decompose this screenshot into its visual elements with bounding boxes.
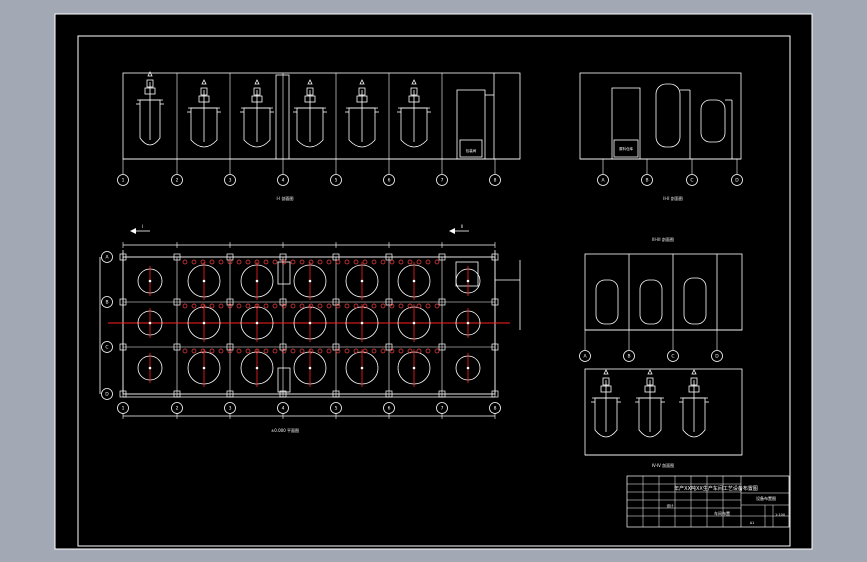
plan-col-4-label: 4 — [282, 406, 285, 412]
reactor-vessel-1 — [136, 71, 164, 146]
floor-plan-tanks — [137, 259, 481, 387]
elev3-axis-B-circle — [623, 350, 635, 362]
elevation-4-caption: IV-IV 剖面图 — [652, 462, 674, 468]
elev3-axis-B-label: B — [627, 354, 630, 360]
elev3-axis-D-circle — [711, 350, 723, 362]
elev1-axis-4-label: 4 — [282, 178, 285, 184]
plan-col-8-circle — [489, 402, 501, 414]
title-drawing-name: 车间布置 — [714, 510, 730, 516]
elev1-axis-6-label: 6 — [388, 178, 391, 184]
plan-col-3-label: 3 — [229, 406, 232, 412]
elevation-4 — [584, 368, 743, 456]
elev2-axis-C-label: C — [690, 178, 693, 184]
elev1-axis-1-label: 1 — [122, 178, 125, 184]
section-mark-1: II — [461, 224, 463, 229]
elevation-2-box-caption: 原料仓库 — [619, 146, 633, 151]
plan-col-2-circle — [171, 402, 183, 414]
plan-col-6-label: 6 — [388, 406, 391, 412]
elevation-1-caption: I-I 剖面图 — [276, 195, 293, 201]
elev1-axis-4-circle — [277, 174, 289, 186]
elevation-1-axis-markers: 1 2 3 4 5 6 7 8 — [117, 174, 501, 186]
plan-row-D-circle — [101, 388, 113, 400]
elev2-axis-B-circle — [641, 174, 653, 186]
elev3-axis-A-circle — [579, 350, 591, 362]
elevation-2 — [579, 72, 742, 174]
section-mark-0: I — [142, 224, 143, 229]
elev1-axis-7-label: 7 — [441, 178, 444, 184]
plan-row-C-label: C — [105, 345, 108, 351]
elev2-axis-A-label: A — [601, 178, 605, 184]
plan-row-A-circle — [101, 251, 113, 263]
plan-row-B-label: B — [105, 300, 108, 306]
plan-row-A-label: A — [105, 255, 109, 261]
elev1-axis-2-circle — [171, 174, 183, 186]
plan-col-8-label: 8 — [494, 406, 497, 412]
elev2-axis-C-circle — [686, 174, 698, 186]
title-scale: 1:100 — [775, 513, 785, 517]
plan-col-5-circle — [330, 402, 342, 414]
title-main: 年产XX吨XX生产车间工艺设备布置图 — [674, 485, 758, 492]
elev1-axis-1-circle — [117, 174, 129, 186]
plan-col-3-circle — [224, 402, 236, 414]
title-designer: 设计 — [667, 503, 675, 508]
elev3-axis-C-circle — [667, 350, 679, 362]
elev1-axis-5-label: 5 — [335, 178, 338, 184]
elev1-axis-6-circle — [383, 174, 395, 186]
elev1-axis-3-label: 3 — [229, 178, 232, 184]
elevation-1-box-caption: 包装间 — [466, 148, 477, 153]
elev1-axis-5-circle — [330, 174, 342, 186]
title-block — [626, 475, 790, 528]
elevation-4-vessels — [591, 369, 709, 438]
floor-plan-caption: ±0.000 平面图 — [271, 427, 299, 433]
elev1-axis-3-circle — [224, 174, 236, 186]
plan-row-C-circle — [101, 341, 113, 353]
reactor-vessel-4 — [293, 79, 327, 148]
elev1-axis-2-label: 2 — [176, 178, 179, 184]
plan-col-1-label: 1 — [122, 406, 125, 412]
elevation-1 — [122, 72, 521, 174]
elev2-axis-D-label: D — [735, 178, 739, 184]
plan-row-D-label: D — [105, 392, 109, 398]
plan-col-7-label: 7 — [441, 406, 444, 412]
reactor-vessel-6 — [397, 79, 431, 148]
plan-col-5-label: 5 — [335, 406, 338, 412]
title-sheet: A1 — [750, 521, 755, 525]
elevation-2-axis-markers: A B C D — [597, 174, 743, 186]
elevation-2-caption: II-II 剖面图 — [663, 195, 682, 201]
elev2-axis-B-label: B — [645, 178, 648, 184]
title-block-grid — [627, 476, 789, 527]
elevation-3-axis-markers: A B C D — [579, 350, 723, 362]
elev1-axis-7-circle — [436, 174, 448, 186]
elev3-axis-A-label: A — [583, 354, 587, 360]
elev2-axis-A-circle — [597, 174, 609, 186]
inner-frame — [77, 35, 791, 547]
reactor-vessel-2 — [187, 79, 221, 148]
elev1-axis-8-label: 8 — [494, 178, 497, 184]
elevation-1-vessels — [136, 71, 431, 148]
elevation-3 — [584, 253, 743, 350]
elev3-axis-C-label: C — [671, 354, 674, 360]
plan-col-4-circle — [277, 402, 289, 414]
elev4-reactor-3 — [679, 369, 709, 438]
title-sub: 设备布置图 — [756, 495, 776, 501]
elev4-reactor-2 — [635, 369, 665, 438]
elev4-reactor-1 — [591, 369, 621, 438]
elev3-axis-D-label: D — [715, 354, 719, 360]
plan-col-6-circle — [383, 402, 395, 414]
plan-row-B-circle — [101, 296, 113, 308]
plan-col-1-circle — [117, 402, 129, 414]
reactor-vessel-3 — [240, 79, 274, 148]
plan-col-2-label: 2 — [176, 406, 179, 412]
elev1-axis-8-circle — [489, 174, 501, 186]
plan-col-7-circle — [436, 402, 448, 414]
elevation-3-caption: III-III 剖面图 — [652, 236, 674, 242]
reactor-vessel-5 — [345, 79, 379, 148]
drawing-sheet — [54, 13, 813, 550]
elev2-axis-D-circle — [731, 174, 743, 186]
